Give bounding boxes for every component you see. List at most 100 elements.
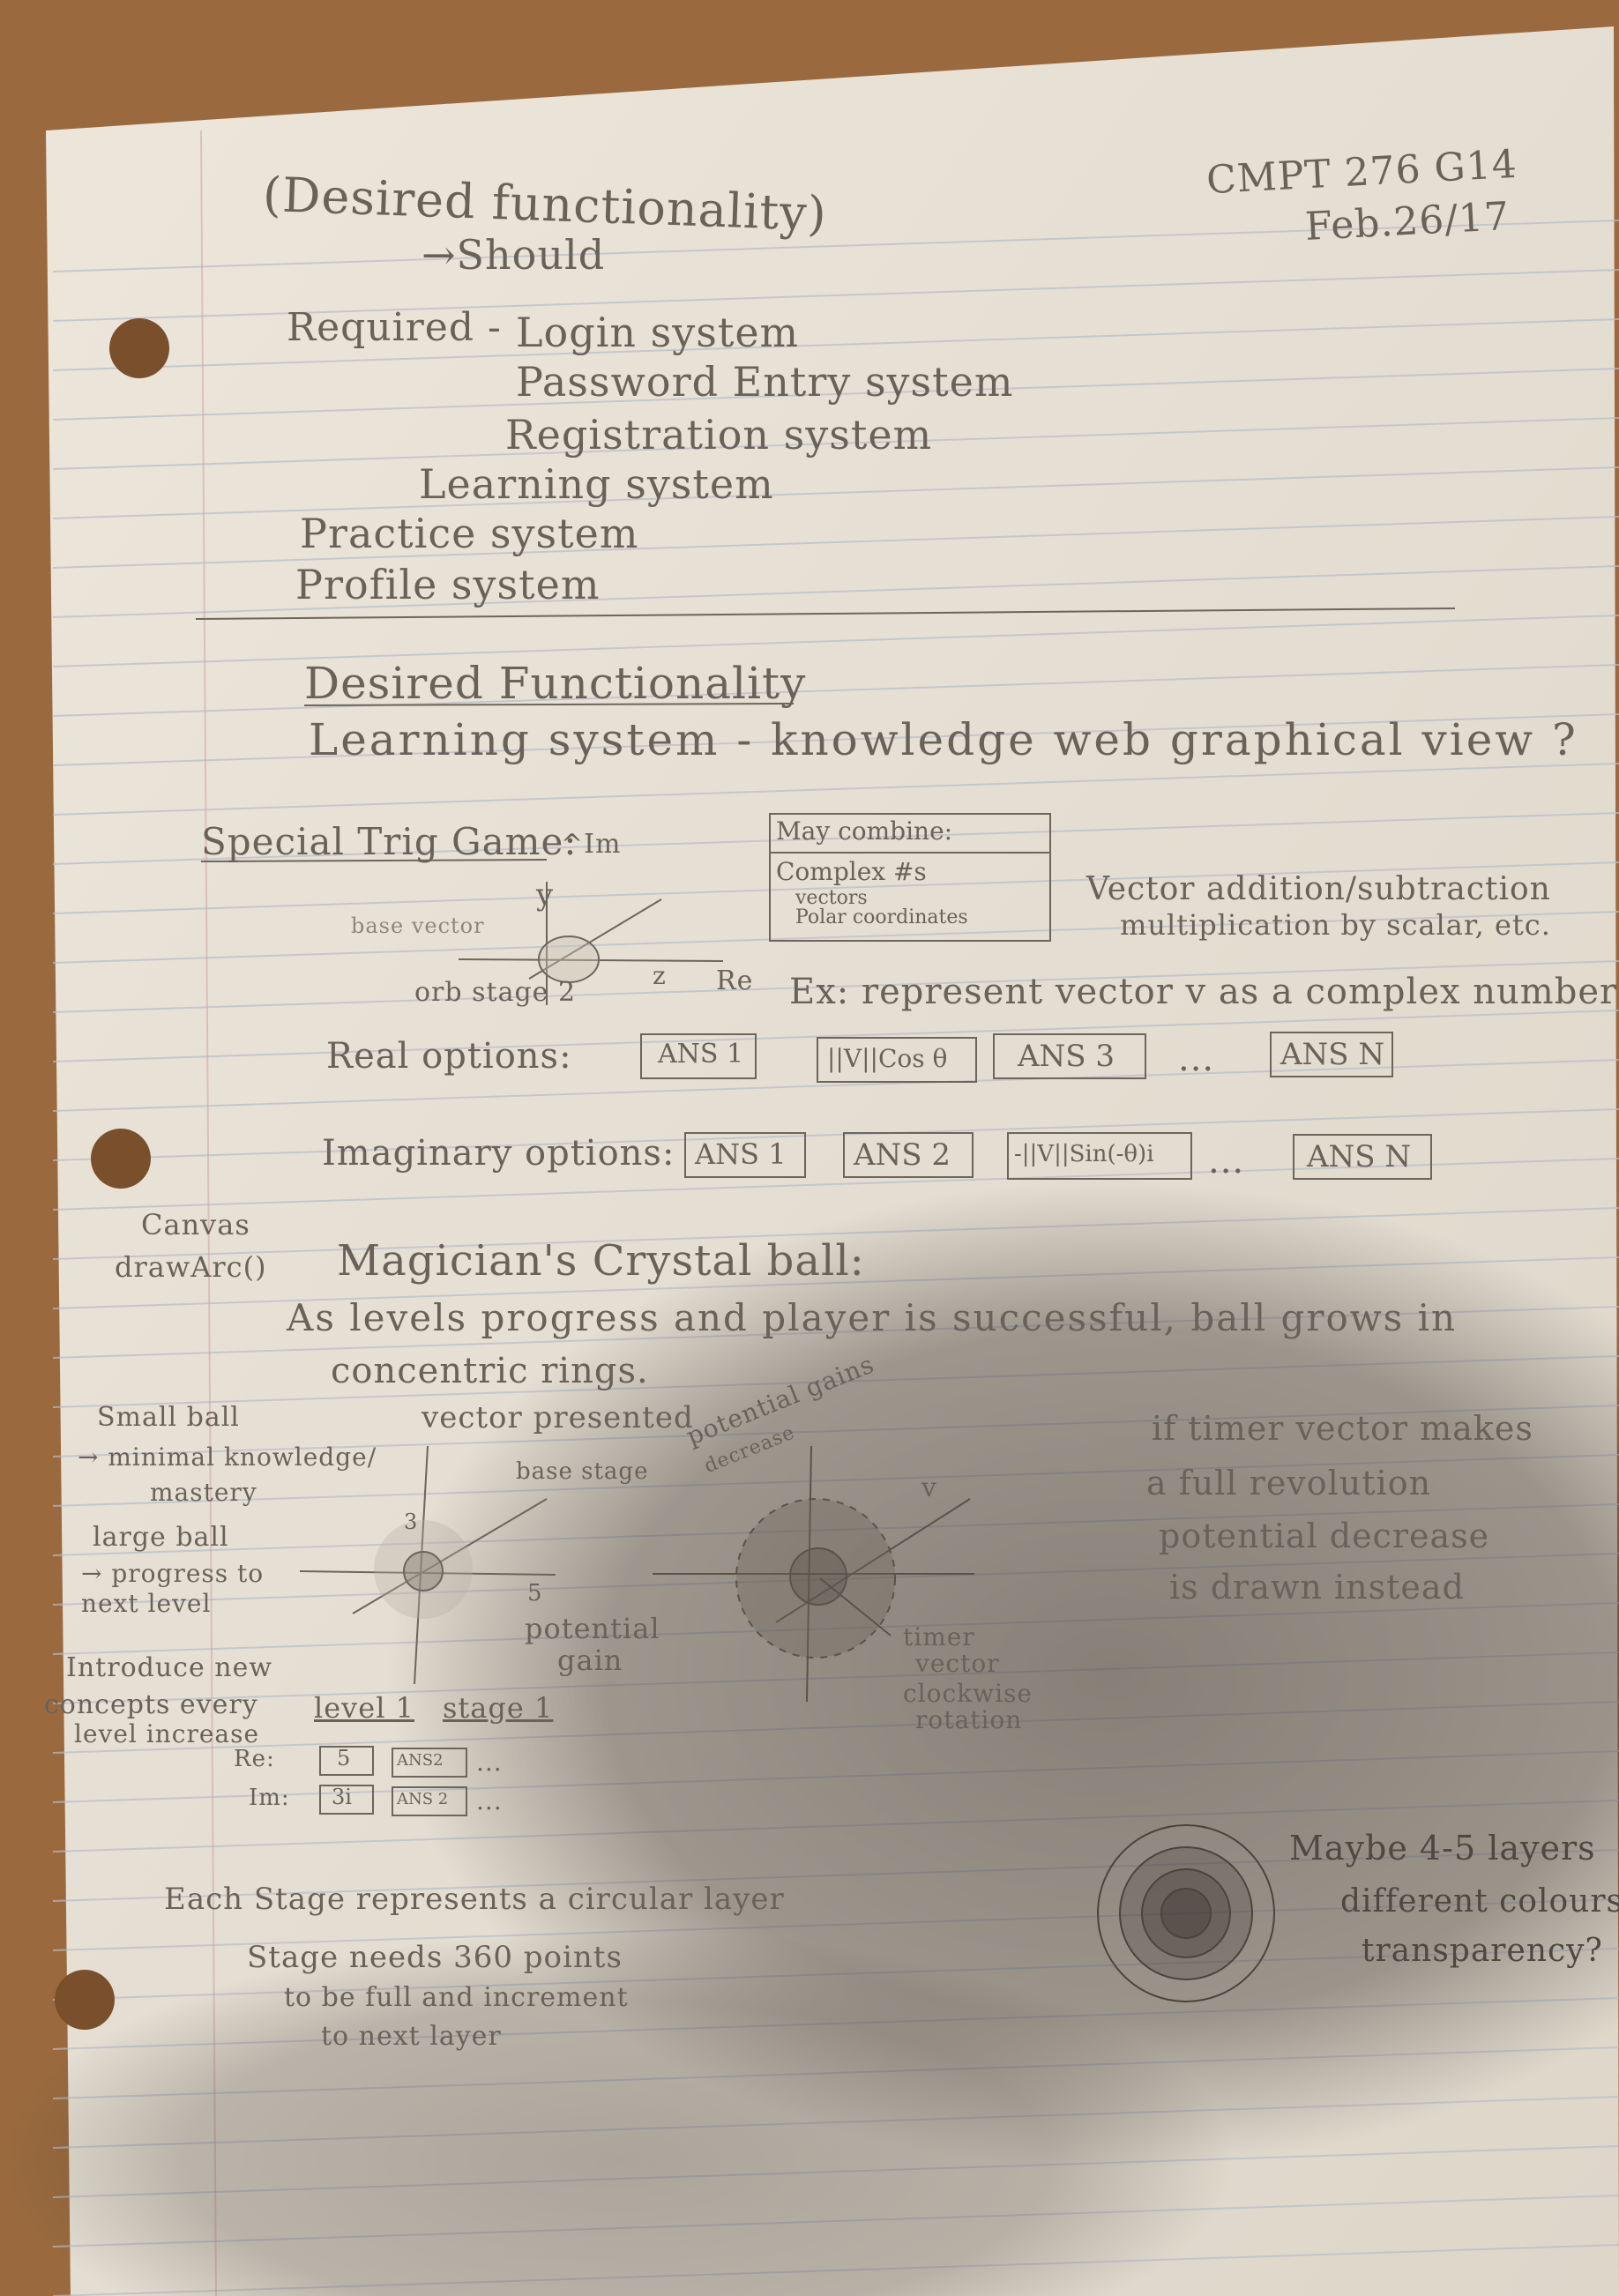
layer-note: to next layer <box>321 2021 502 2052</box>
ruled-line <box>52 417 1619 470</box>
trig-game-title: Special Trig Game: <box>201 820 578 863</box>
ruled-line <box>52 1108 1619 1161</box>
ruled-line <box>52 269 1619 322</box>
layer-note: Each Stage represents a circular layer <box>164 1882 785 1917</box>
ruled-line <box>52 960 1619 1013</box>
ruled-line <box>52 220 1619 272</box>
orb-stage-label: orb stage 2 <box>414 977 577 1008</box>
required-item: Practice system <box>300 510 639 557</box>
label-clockwise: rotation <box>915 1705 1023 1734</box>
crystal-ball-diagram-timer <box>653 1445 974 1703</box>
label-v: v <box>921 1472 937 1503</box>
section1-subtitle: →Should <box>422 231 606 279</box>
binder-hole-middle <box>91 1129 151 1189</box>
label-vector-presented: vector presented <box>422 1400 694 1435</box>
level-label: level 1 <box>314 1691 414 1725</box>
section2-title: Desired Functionality <box>304 658 807 709</box>
trig-orb-diagram <box>458 882 724 1005</box>
layer-question: different colours? <box>1340 1883 1619 1920</box>
ruled-line <box>52 1010 1619 1062</box>
left-note: concepts every <box>44 1689 258 1720</box>
layer-note: to be full and increment <box>284 1982 629 2013</box>
imag-option-box: -||V||Sin(-θ)i <box>1007 1132 1192 1180</box>
layer-question: transparency? <box>1362 1933 1603 1969</box>
re-label: Re: <box>234 1746 275 1772</box>
ruled-line <box>52 664 1619 717</box>
label-timer-vector: timer <box>903 1622 975 1651</box>
ruled-line <box>52 615 1619 667</box>
trig-title-underline <box>200 859 548 862</box>
im-box: ANS 2 <box>392 1786 467 1816</box>
real-option-label: ANS 3 <box>1018 1039 1115 1074</box>
imag-option-label: ANS 1 <box>695 1137 787 1171</box>
im-box-label: ANS 2 <box>397 1790 449 1808</box>
imag-options-label: Imaginary options: <box>322 1133 675 1174</box>
real-option-box: ||V||Cos θ <box>817 1037 977 1083</box>
ruled-line <box>52 466 1619 519</box>
combine-box: May combine: Complex #s vectors Polar co… <box>769 813 1051 942</box>
layer-note: Stage needs 360 points <box>247 1940 623 1975</box>
left-note: large ball <box>93 1522 229 1553</box>
ruled-line <box>52 565 1619 618</box>
combine-item: Complex #s <box>776 857 927 886</box>
right-note: if timer vector makes <box>1152 1409 1533 1448</box>
real-options-label: Real options: <box>326 1036 572 1077</box>
imag-options-ellipsis: ... <box>1208 1141 1245 1182</box>
ruled-line <box>52 713 1619 766</box>
real-option-label: ||V||Cos θ <box>827 1044 948 1073</box>
required-item: Learning system <box>419 460 774 508</box>
label-base-stage: base stage <box>516 1458 649 1485</box>
imag-option-box: ANS 1 <box>684 1132 806 1178</box>
ruled-line <box>52 318 1619 371</box>
right-note: a full revolution <box>1146 1464 1432 1502</box>
required-item: Profile system <box>295 561 601 608</box>
stage-label: stage 1 <box>443 1691 554 1725</box>
crystal-ball-desc: concentric rings. <box>331 1351 649 1391</box>
axis-im: ^Im <box>561 829 622 860</box>
re-ellipsis: ... <box>476 1748 503 1777</box>
real-option-label: ANS 1 <box>658 1039 744 1070</box>
binder-hole-bottom <box>55 1970 115 2030</box>
canvas-note: Canvas <box>141 1208 250 1241</box>
right-note: is drawn instead <box>1169 1568 1465 1606</box>
base-vector-note: base vector <box>351 913 485 938</box>
axis-re: Re <box>716 965 754 996</box>
example-line: Ex: represent vector v as a complex numb… <box>789 972 1618 1012</box>
left-note: Introduce new <box>66 1652 273 1683</box>
real-option-box: ANS N <box>1270 1032 1393 1077</box>
vector-ops: multiplication by scalar, etc. <box>1120 908 1551 942</box>
left-note: → progress to <box>81 1559 265 1588</box>
real-options-ellipsis: ... <box>1178 1039 1215 1079</box>
left-note: level increase <box>74 1719 260 1748</box>
label-tick-3: 3 <box>404 1510 419 1534</box>
im-ellipsis: ... <box>476 1786 503 1815</box>
required-item: Registration system <box>505 411 933 458</box>
desired-functionality-underline <box>303 703 795 706</box>
canvas-note: drawArc() <box>115 1250 267 1284</box>
imag-option-box: ANS 2 <box>843 1132 974 1178</box>
right-note: potential decrease <box>1159 1517 1490 1555</box>
real-option-box: ANS 1 <box>640 1033 757 1079</box>
vector-ops: Vector addition/subtraction <box>1086 871 1551 907</box>
hand-shadow <box>388 1182 1619 2169</box>
ruled-line <box>52 812 1619 865</box>
label-potential-gain: potential <box>525 1612 660 1645</box>
hand-shadow-lower <box>0 1931 1235 2296</box>
im-box-label: 3i <box>332 1785 352 1809</box>
ruled-line <box>52 911 1619 964</box>
crystal-ball-desc: As levels progress and player is success… <box>287 1296 1458 1339</box>
re-box-label: 5 <box>337 1746 351 1770</box>
label-potential-gain: gain <box>557 1644 623 1677</box>
re-box: 5 <box>319 1746 374 1776</box>
ruled-line <box>52 516 1619 569</box>
crystal-ball-diagram-base <box>299 1445 556 1685</box>
required-label: Required - <box>287 305 502 350</box>
margin-line <box>200 130 217 2296</box>
im-box: 3i <box>319 1785 374 1815</box>
combine-header: May combine: <box>776 816 953 846</box>
axis-z: z <box>653 961 667 990</box>
imag-option-label: ANS N <box>1307 1139 1412 1174</box>
binder-hole-top <box>109 318 169 378</box>
axis-y: y <box>536 877 555 913</box>
